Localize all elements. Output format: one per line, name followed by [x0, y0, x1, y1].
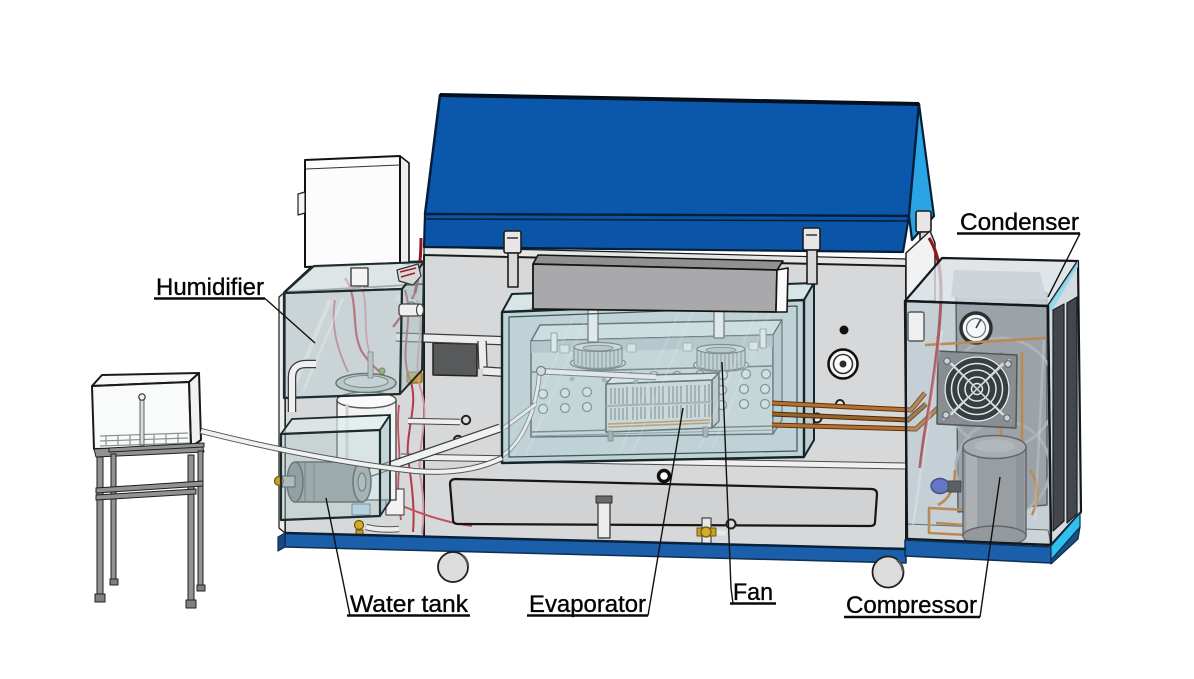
svg-text:Humidifier: Humidifier [156, 274, 264, 301]
svg-text:Compressor: Compressor [846, 592, 977, 619]
svg-text:Condenser: Condenser [960, 209, 1079, 236]
svg-text:Fan: Fan [733, 579, 773, 606]
svg-text:Water tank: Water tank [350, 591, 469, 618]
svg-text:Evaporator: Evaporator [529, 591, 646, 618]
